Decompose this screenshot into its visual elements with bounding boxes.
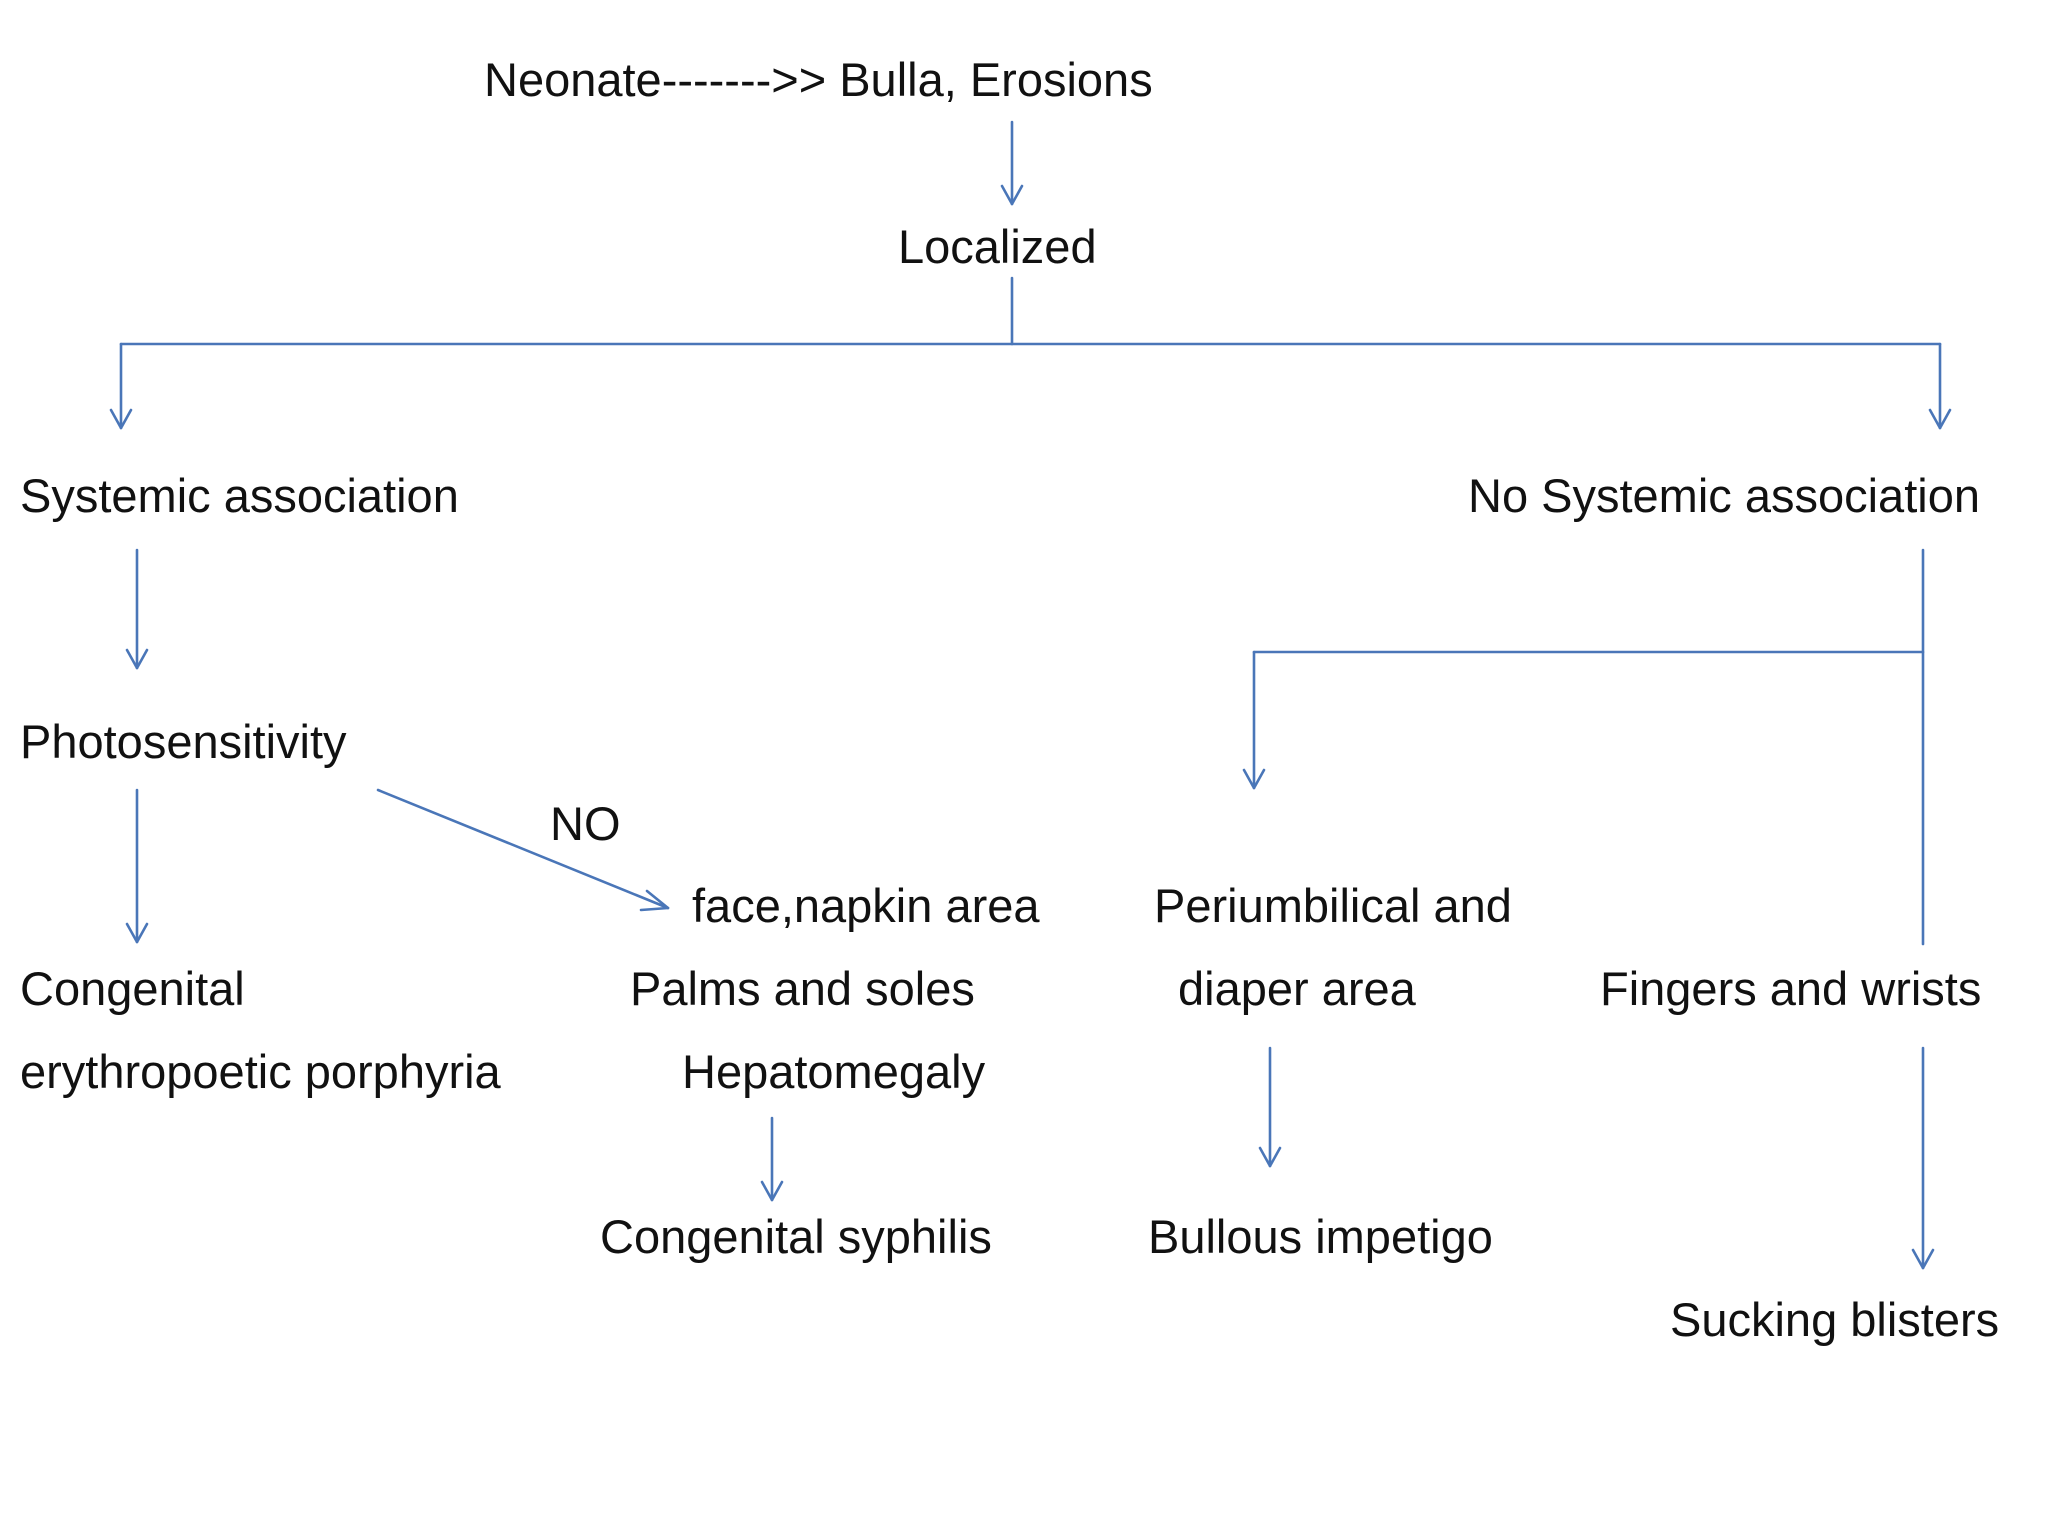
edge-photosensitivity-to-face-napkin (376, 788, 670, 912)
edge-no-systemic-split (1242, 548, 1925, 946)
node-palms-and-soles: Palms and soles (630, 962, 975, 1015)
node-hepatomegaly: Hepatomegaly (682, 1045, 986, 1098)
edge-localized-split (109, 276, 1952, 430)
node-photosensitivity: Photosensitivity (20, 715, 347, 768)
edge-neonate-to-localized (1000, 120, 1024, 206)
node-periumbilical-line2: diaper area (1178, 962, 1417, 1015)
edge-diaper-to-impetigo (1258, 1046, 1282, 1168)
edge-fingers-to-sucking-blisters (1911, 1046, 1935, 1270)
node-no-systemic-association: No Systemic association (1468, 469, 1980, 522)
node-systemic-association: Systemic association (20, 469, 459, 522)
node-congenital-line1: Congenital (20, 962, 245, 1015)
node-bullous-impetigo: Bullous impetigo (1148, 1210, 1493, 1263)
node-congenital-syphilis: Congenital syphilis (600, 1210, 992, 1263)
node-congenital-line2: erythropoetic porphyria (20, 1045, 502, 1098)
edge-hepatomegaly-to-syphilis (760, 1116, 784, 1202)
node-sucking-blisters: Sucking blisters (1670, 1293, 1999, 1346)
node-periumbilical-line1: Periumbilical and (1154, 879, 1512, 932)
edge-label-no: NO (550, 797, 621, 850)
node-neonate: Neonate------->> Bulla, Erosions (484, 53, 1153, 106)
node-localized: Localized (898, 220, 1097, 273)
edge-photosensitivity-to-porphyria (125, 788, 149, 944)
node-face-napkin-area: face,napkin area (692, 879, 1040, 932)
node-fingers-and-wrists: Fingers and wrists (1600, 962, 1981, 1015)
edge-systemic-to-photosensitivity (125, 548, 149, 670)
